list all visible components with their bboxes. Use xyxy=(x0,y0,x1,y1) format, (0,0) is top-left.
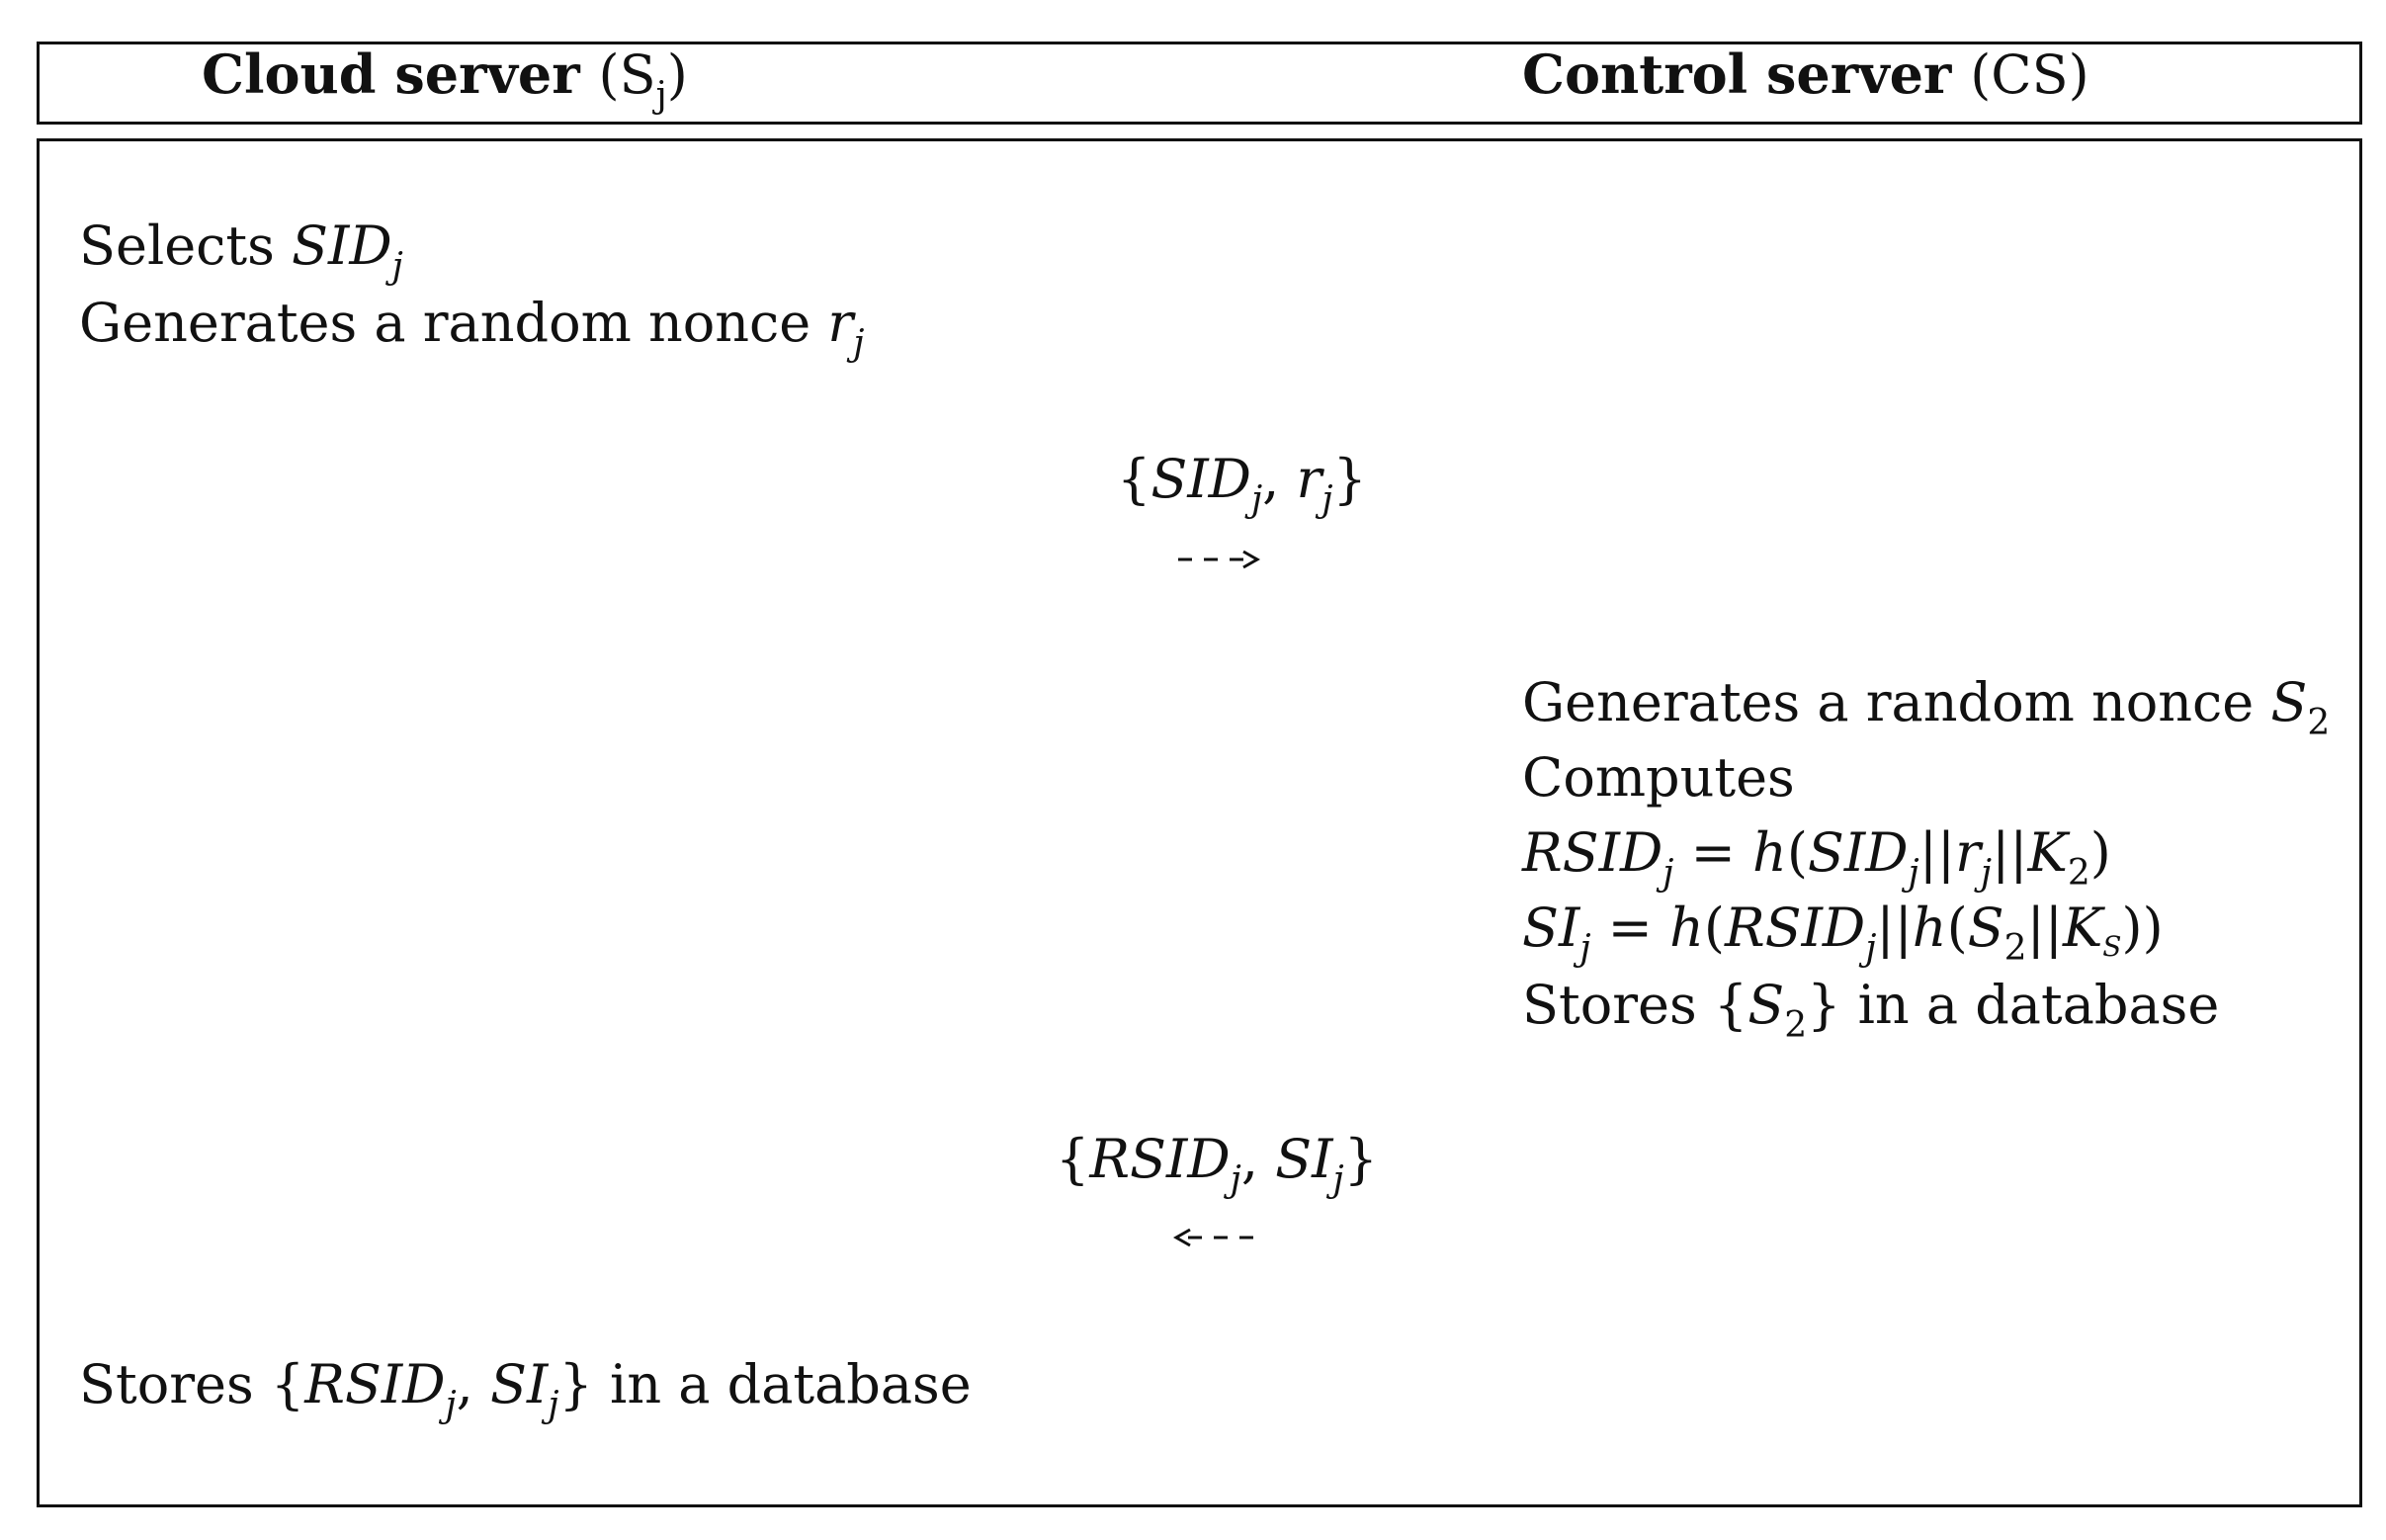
control-steps-eq2-b: S xyxy=(1967,897,2004,959)
control-steps-eq2-lhs: SI xyxy=(1522,897,1580,959)
control-computes: Computes xyxy=(1522,751,1795,805)
message2-sub1: j xyxy=(1230,1159,1241,1200)
message1-var1: SID xyxy=(1150,448,1251,510)
symbols-open-paren: ( xyxy=(1703,897,1725,959)
control-steps-eq2-a-sub: j xyxy=(1865,928,1877,969)
symbols-open-brace: { xyxy=(270,1353,305,1415)
control-steps-eq2-c-sub: S xyxy=(2102,930,2122,963)
header-cloud-server: Cloud server (Sj) xyxy=(202,43,688,116)
message1-sub1: j xyxy=(1250,479,1263,520)
header-left-label: Cloud server xyxy=(202,43,580,106)
symbols-close-brace: } xyxy=(1332,448,1367,510)
cloud-steps-selects-text: Selects xyxy=(79,214,275,277)
symbols-close-paren: ) xyxy=(2089,821,2111,884)
arrow-right-dashed xyxy=(1178,550,1261,569)
symbols-h: h xyxy=(1912,897,1947,959)
cloud-final-var1: RSID xyxy=(304,1353,446,1415)
control-steps-stores-text: Stores xyxy=(1522,974,1697,1036)
control-steps-generates-sub: 2 xyxy=(2307,703,2331,743)
symbols-open-paren: ( xyxy=(1946,897,1968,959)
control-steps-eq2-c: K xyxy=(2062,897,2103,959)
control-steps-eq1-a-sub: j xyxy=(1908,853,1919,894)
cloud-final-suffix: in a database xyxy=(610,1353,972,1415)
header-right-symbol: CS xyxy=(1991,43,2069,106)
symbols-close-brace: } xyxy=(558,1353,593,1415)
symbols-equals: = xyxy=(1690,821,1736,884)
symbols-open-brace: { xyxy=(1713,974,1748,1036)
control-steps-eq2-a: RSID xyxy=(1724,897,1866,959)
symbols-h: h xyxy=(1669,897,1704,959)
cloud-final-sub2: j xyxy=(548,1385,559,1425)
control-steps-stores-sub: 2 xyxy=(1784,1005,1808,1046)
symbols-open-brace: { xyxy=(1056,1128,1090,1190)
control-steps-generates-var: S xyxy=(2270,671,2308,733)
control-stores-s2: Stores {S2} in a database xyxy=(1522,979,2219,1044)
control-steps-eq2-lhs-sub: j xyxy=(1579,928,1591,969)
symbols-concat: || xyxy=(1992,821,2028,884)
header-box xyxy=(37,42,2362,125)
symbols-comma: , xyxy=(456,1353,473,1415)
cloud-generates-nonce: Generates a random nonce rj xyxy=(79,297,864,362)
message2-var1: RSID xyxy=(1089,1128,1231,1190)
message2-label: {RSIDj, SIj} xyxy=(1056,1133,1378,1198)
symbols-open-brace: { xyxy=(1117,448,1151,510)
symbols-comma: , xyxy=(1262,448,1280,510)
message1-label: {SIDj, rj} xyxy=(1117,453,1367,518)
protocol-body-box xyxy=(37,138,2362,1507)
control-steps-eq1-lhs-sub: j xyxy=(1662,853,1674,894)
control-steps-eq1-b-sub: j xyxy=(1980,853,1993,894)
symbols-h: h xyxy=(1752,821,1787,884)
control-steps-generates-text: Generates a random nonce xyxy=(1522,671,2255,733)
header-left-symbol: S xyxy=(619,43,656,106)
cloud-final-sub1: j xyxy=(445,1385,457,1425)
header-control-server: Control server (CS) xyxy=(1522,43,2089,106)
symbols-concat: || xyxy=(1918,821,1956,884)
control-steps-eq1-a: SID xyxy=(1807,821,1909,884)
cloud-final-stores-text: Stores xyxy=(79,1353,254,1415)
message2-sub2: j xyxy=(1332,1159,1344,1200)
header-right-label: Control server xyxy=(1522,43,1952,106)
control-steps-eq1-c: K xyxy=(2027,821,2068,884)
symbols-concat: || xyxy=(1876,897,1913,959)
control-equation-si: SIj = h(RSIDj||h(S2||KS)) xyxy=(1522,901,2164,967)
symbols-close-brace: } xyxy=(1343,1128,1379,1190)
symbols-equals: = xyxy=(1607,897,1653,959)
cloud-steps-selects-var: SID xyxy=(292,214,392,277)
symbols-close-paren: ) xyxy=(2121,897,2143,959)
symbols-close-brace: } xyxy=(1807,974,1841,1036)
control-equation-rsid: RSIDj = h(SIDj||rj||K2) xyxy=(1522,826,2111,892)
header-left-sub: j xyxy=(655,75,667,116)
control-steps-computes-text: Computes xyxy=(1522,746,1795,809)
symbols-close-paren: ) xyxy=(2142,897,2164,959)
control-steps-stores-suffix: in a database xyxy=(1857,974,2220,1036)
control-steps-eq2-b-sub: 2 xyxy=(2003,928,2027,969)
symbols-open-paren: ( xyxy=(1786,821,1808,884)
message2-var2: SI xyxy=(1275,1128,1333,1190)
cloud-final-var2: SI xyxy=(490,1353,549,1415)
symbols-comma: , xyxy=(1240,1128,1258,1190)
control-steps-eq1-b: r xyxy=(1955,821,1981,884)
control-generates-nonce: Generates a random nonce S2 xyxy=(1522,676,2330,741)
cloud-stores-rsid-si: Stores {RSIDj, SIj} in a database xyxy=(79,1358,972,1423)
arrow-left-dashed xyxy=(1172,1228,1261,1247)
cloud-steps-generates-text: Generates a random nonce xyxy=(79,292,811,354)
control-steps-eq1-lhs: RSID xyxy=(1522,821,1663,884)
control-steps-stores-var: S xyxy=(1747,974,1785,1036)
message1-sub2: j xyxy=(1321,479,1333,520)
cloud-steps-generates-var: r xyxy=(827,292,854,354)
symbols-concat: || xyxy=(2026,897,2063,959)
cloud-steps-selects-sub: j xyxy=(391,246,403,287)
control-steps-eq1-c-sub: 2 xyxy=(2067,853,2090,894)
message1-var2: r xyxy=(1296,448,1322,510)
cloud-selects-sid: Selects SIDj xyxy=(79,219,403,285)
cloud-steps-generates-sub: j xyxy=(853,323,865,364)
